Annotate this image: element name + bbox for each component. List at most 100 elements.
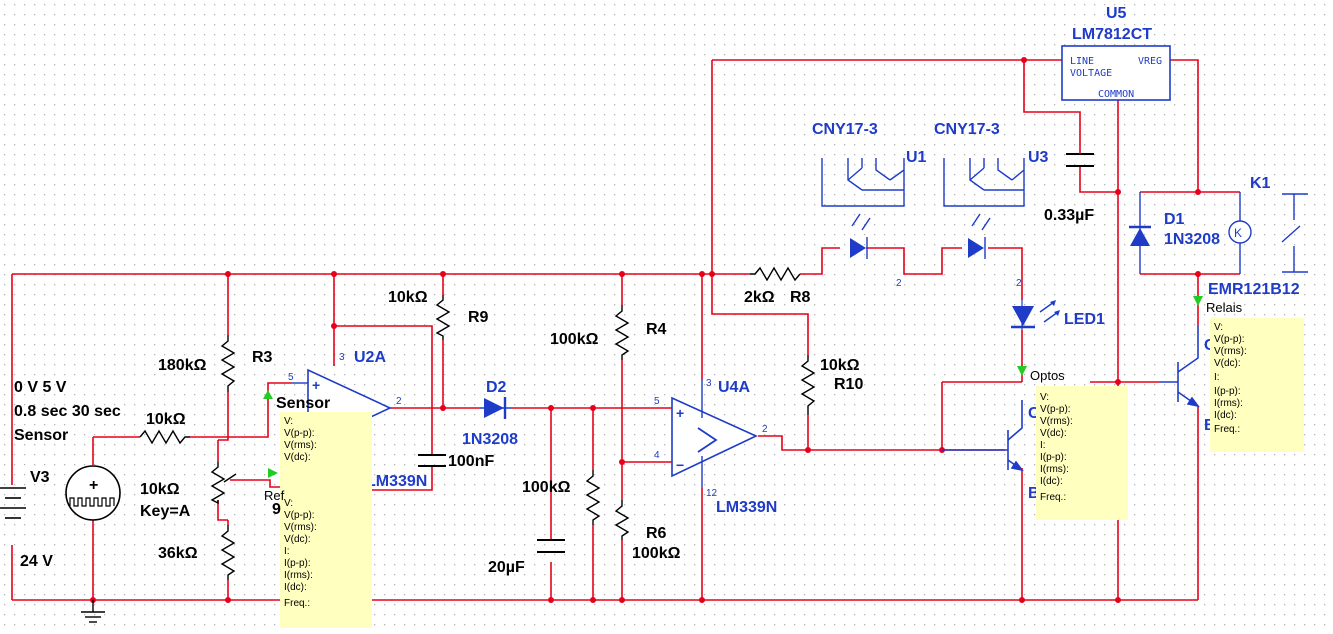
transistor-t2[interactable] [1160, 326, 1200, 408]
probe-ref[interactable] [268, 468, 372, 628]
d2-part: 1N3208 [462, 431, 518, 448]
u1-ref: U1 [906, 149, 927, 166]
svg-text:V(rms):: V(rms): [1214, 346, 1247, 357]
r4-ref: R4 [646, 321, 667, 338]
probe-optos-name: Optos [1030, 368, 1065, 383]
svg-text:I(rms):: I(rms): [284, 570, 313, 581]
transistor-t1[interactable] [942, 400, 1024, 472]
u4a-pin5: 5 [654, 396, 660, 407]
resistor-r-bottom[interactable] [220, 525, 236, 580]
regulator-u5[interactable] [1061, 45, 1171, 101]
battery-value: 24 V [20, 553, 53, 570]
svg-text:I(dc):: I(dc): [1040, 476, 1063, 487]
svg-text:V:: V: [284, 498, 293, 509]
ground-icon [81, 600, 105, 623]
probe-sensor-fields: V: V(p-p): V(rms): V(dc): [284, 416, 317, 463]
d1-ref: D1 [1164, 211, 1185, 228]
opamp-u4a[interactable]: + − [671, 380, 758, 488]
resistor-r6[interactable] [614, 500, 630, 540]
u2a-ref: U2A [354, 349, 386, 366]
u5-voltage: VOLTAGE [1070, 68, 1112, 79]
svg-text:V:: V: [284, 416, 293, 427]
pot-key: Key=A [140, 503, 191, 520]
opto-pin-2a: 2 [896, 278, 902, 289]
pot-value: 10kΩ [140, 481, 180, 498]
svg-text:V(rms):: V(rms): [284, 522, 317, 533]
optocoupler-u3[interactable] [943, 158, 1025, 259]
u3-ref: U3 [1028, 149, 1049, 166]
u4a-part: LM339N [716, 499, 777, 516]
u5-part: LM7812CT [1072, 26, 1152, 43]
u4a-ref: U4A [718, 379, 750, 396]
source-amplitude: 0 V 5 V [14, 379, 67, 396]
probe-relais-fields: V: V(p-p): V(rms): V(dc): I: I(p-p): I(r… [1214, 322, 1247, 435]
diode-d1[interactable] [1129, 192, 1151, 274]
probe-ref-fields: V: V(p-p): V(rms): V(dc): I: I(p-p): I(r… [284, 498, 317, 609]
svg-text:I:: I: [1040, 440, 1046, 451]
resistor-r10[interactable] [800, 355, 816, 415]
r9-value: 10kΩ [388, 289, 428, 306]
u2a-pin5: 5 [288, 372, 294, 383]
r-mid-value: 100kΩ [522, 479, 571, 496]
probe-relais[interactable] [1193, 296, 1304, 452]
r6-ref: R6 [646, 525, 667, 542]
r4-value: 100kΩ [550, 331, 599, 348]
t1-b-pin: B [1028, 485, 1040, 502]
svg-text:V(p-p):: V(p-p): [1040, 404, 1071, 415]
capacitor-100n[interactable] [418, 454, 446, 467]
svg-text:+: + [89, 477, 98, 494]
opto-pin-2b: 2 [1016, 278, 1022, 289]
svg-text:I(rms):: I(rms): [1040, 464, 1069, 475]
optocoupler-u1[interactable] [821, 158, 905, 259]
svg-text:I:: I: [1214, 372, 1220, 383]
svg-text:V(dc):: V(dc): [284, 534, 311, 545]
svg-text:I(p-p):: I(p-p): [1040, 452, 1067, 463]
capacitor-20u[interactable] [537, 539, 565, 553]
resistor-r-mid[interactable] [585, 470, 601, 525]
svg-text:V(p-p):: V(p-p): [284, 510, 315, 521]
junctions [90, 57, 1201, 603]
resistor-r8[interactable] [750, 266, 801, 282]
diode-d2[interactable] [480, 397, 512, 419]
svg-text:I(p-p):: I(p-p): [1214, 386, 1241, 397]
svg-text:I(dc):: I(dc): [1214, 410, 1237, 421]
r10-ref: R10 [834, 376, 863, 393]
probe-optos[interactable] [1017, 366, 1128, 520]
probe-sensor[interactable] [263, 390, 372, 490]
svg-text:I:: I: [284, 546, 290, 557]
resistor-r9[interactable] [435, 295, 451, 340]
d2-ref: D2 [486, 379, 507, 396]
resistor-r3[interactable] [220, 335, 236, 392]
source-name: Sensor [14, 427, 68, 444]
svg-text:I(dc):: I(dc): [284, 582, 307, 593]
capacitor-033[interactable] [1066, 142, 1094, 167]
u1-part: CNY17-3 [812, 121, 878, 138]
u5-ref: U5 [1106, 5, 1127, 22]
battery-v3[interactable] [0, 487, 26, 519]
resistor-r4[interactable] [614, 305, 630, 360]
svg-text:+: + [312, 377, 320, 393]
svg-text:Freq.:: Freq.: [1214, 424, 1240, 435]
probe-ref-name: Ref [264, 488, 285, 503]
potentiometer[interactable] [210, 462, 237, 505]
svg-text:Freq.:: Freq.: [284, 598, 310, 609]
svg-text:V(p-p):: V(p-p): [284, 428, 315, 439]
svg-text:V:: V: [1214, 322, 1223, 333]
relay-k1[interactable]: K [1228, 192, 1308, 274]
r-in-value: 10kΩ [146, 411, 186, 428]
u2a-pin2: 2 [396, 396, 402, 407]
u2a-part: LM339N [366, 473, 427, 490]
pulse-source[interactable]: + [65, 465, 121, 521]
r8-value: 2kΩ [744, 289, 775, 306]
svg-text:−: − [676, 457, 684, 473]
svg-text:V(dc):: V(dc): [1214, 358, 1241, 369]
u3-part: CNY17-3 [934, 121, 1000, 138]
probe-ref-overlap: 9 [272, 501, 281, 518]
svg-text:K: K [1234, 226, 1242, 240]
led-led1[interactable] [1011, 300, 1060, 330]
resistor-r-in[interactable] [139, 429, 190, 445]
svg-text:V(dc):: V(dc): [1040, 428, 1067, 439]
r3-value: 180kΩ [158, 357, 207, 374]
